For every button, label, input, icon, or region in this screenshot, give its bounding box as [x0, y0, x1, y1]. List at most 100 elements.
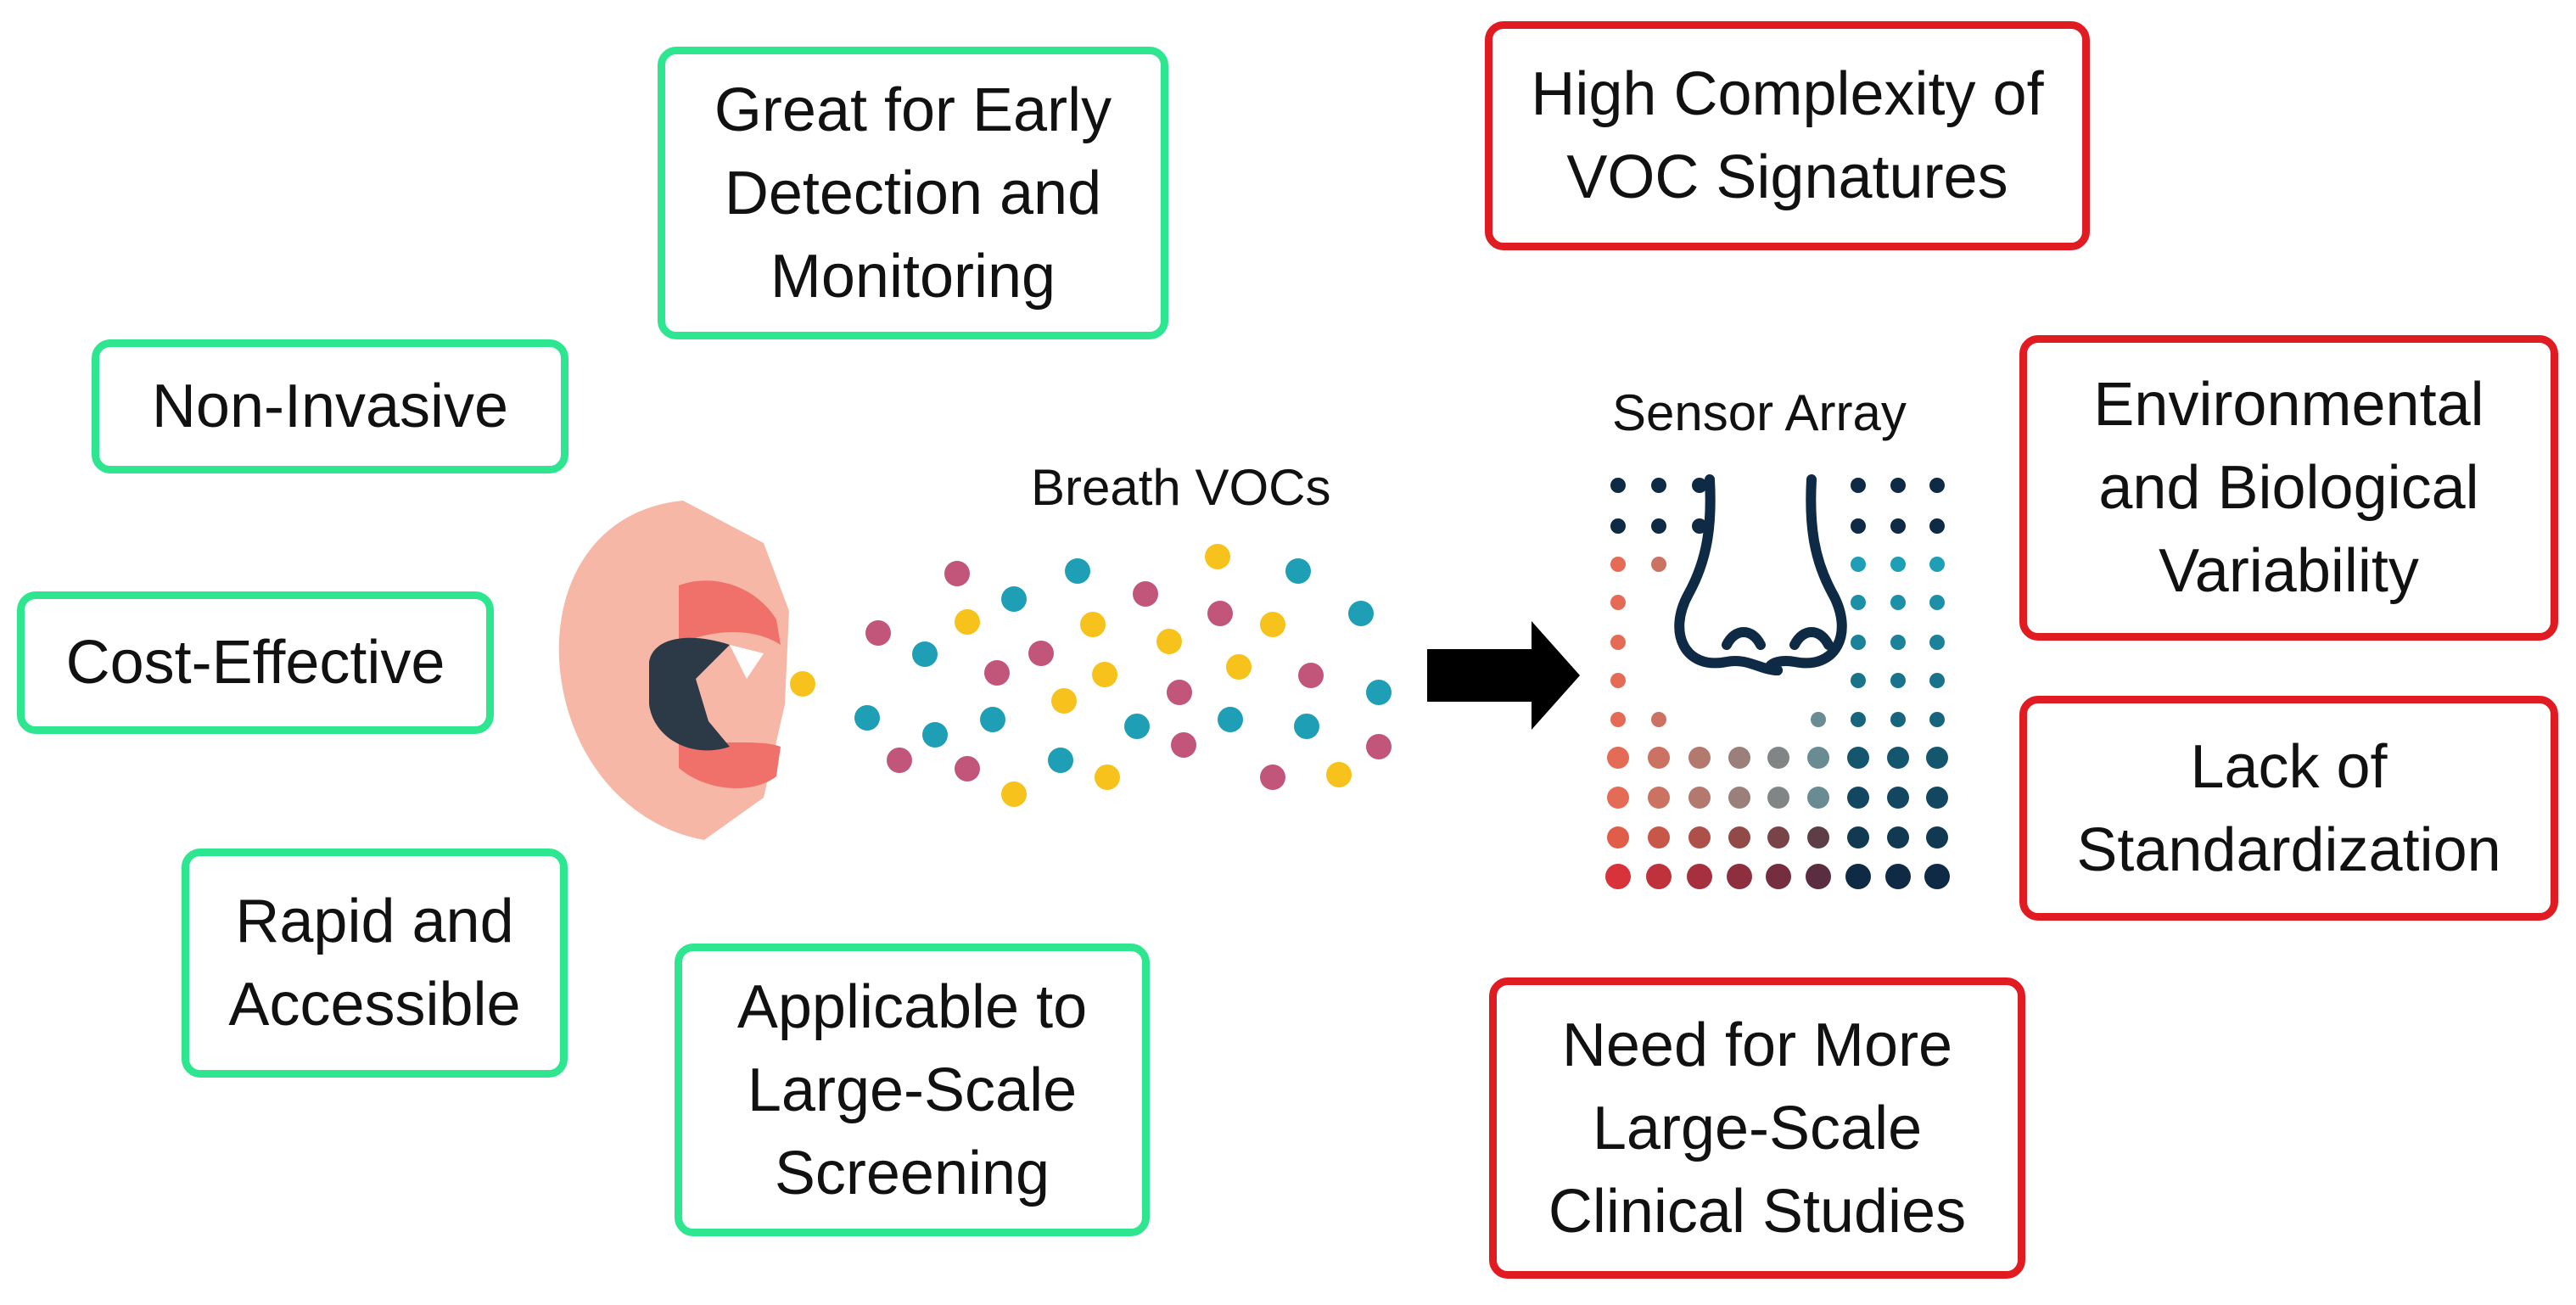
voc-particle	[1207, 601, 1233, 626]
voc-particle	[1366, 680, 1392, 705]
sensor-array-grid	[1605, 478, 1950, 889]
voc-particle	[1167, 680, 1192, 705]
sensor-dot	[1924, 864, 1950, 889]
voc-particle	[1051, 688, 1077, 714]
sensor-dot	[1806, 864, 1831, 889]
sensor-dot	[1688, 747, 1711, 769]
sensor-dot	[1648, 747, 1670, 769]
advantage-cost-effective: Cost-Effective	[17, 591, 494, 734]
voc-particle	[912, 641, 938, 667]
voc-particle	[1218, 707, 1243, 732]
voc-particle	[887, 748, 912, 773]
sensor-array-label: Sensor Array	[1612, 384, 1907, 441]
sensor-dot	[1610, 557, 1626, 572]
voc-particle	[955, 609, 980, 635]
sensor-dot	[1887, 747, 1909, 769]
voc-particle	[865, 620, 891, 646]
sensor-dot	[1929, 635, 1945, 650]
sensor-dot	[1807, 787, 1829, 809]
advantage-rapid-accessible: Rapid and Accessible	[182, 849, 568, 1078]
sensor-dot	[1651, 712, 1666, 727]
sensor-dot	[1890, 557, 1906, 572]
sensor-dot	[1890, 595, 1906, 610]
voc-particle	[1156, 629, 1182, 654]
sensor-dot	[1926, 787, 1948, 809]
sensor-dot	[1926, 826, 1948, 849]
voc-particle	[984, 660, 1010, 686]
voc-particle	[854, 705, 880, 731]
sensor-dot	[1890, 478, 1906, 493]
sensor-dot	[1607, 787, 1629, 809]
sensor-dot	[1929, 712, 1945, 727]
sensor-dot	[1610, 595, 1626, 610]
limitation-standardization: Lack of Standardization	[2019, 696, 2558, 921]
limitation-variability: Environmental and Biological Variability	[2019, 335, 2558, 641]
nose-outline	[1674, 474, 1783, 675]
voc-particle	[1226, 654, 1252, 680]
sensor-dot	[1887, 826, 1909, 849]
sensor-dot	[1692, 478, 1707, 493]
sensor-dot	[1929, 557, 1945, 572]
advantage-large-scale-screening: Applicable to Large-Scale Screening	[675, 944, 1150, 1236]
sensor-dot	[1929, 673, 1945, 688]
breath-vocs-label: Breath VOCs	[1031, 459, 1331, 516]
sensor-dot	[1688, 826, 1711, 849]
advantage-early-detection: Great for Early Detection and Monitoring	[658, 47, 1168, 339]
limitation-clinical-studies: Need for More Large-Scale Clinical Studi…	[1489, 977, 2025, 1279]
nose-icon	[1674, 474, 1847, 675]
sensor-dot	[1887, 787, 1909, 809]
sensor-dot	[1767, 747, 1789, 769]
sensor-dot	[1890, 673, 1906, 688]
sensor-dot	[1926, 747, 1948, 769]
sensor-dot	[1845, 864, 1871, 889]
voc-particle	[1260, 765, 1285, 790]
voc-particle	[1080, 612, 1106, 637]
sensor-dot	[1890, 518, 1906, 534]
sensor-dot	[1851, 557, 1866, 572]
sensor-dot	[1847, 747, 1869, 769]
voc-particle	[1124, 714, 1150, 739]
limitation-standardization-text: Lack of Standardization	[2076, 732, 2501, 884]
limitation-voc-complexity: High Complexity of VOC Signatures	[1485, 21, 2090, 250]
sensor-dot	[1728, 826, 1750, 849]
voc-particle	[955, 756, 980, 781]
sensor-dot	[1890, 712, 1906, 727]
sensor-dot	[1607, 826, 1629, 849]
sensor-dot	[1728, 747, 1750, 769]
mouth-icon	[558, 501, 789, 840]
sensor-dot	[1807, 747, 1829, 769]
voc-particle	[1133, 581, 1158, 607]
voc-particle	[1171, 732, 1196, 758]
advantage-cost-effective-text: Cost-Effective	[65, 629, 445, 697]
limitation-clinical-studies-text: Need for More Large-Scale Clinical Studi…	[1548, 1011, 1967, 1246]
voc-particle	[922, 722, 948, 748]
sensor-dot	[1651, 518, 1666, 534]
voc-particle	[1048, 748, 1073, 773]
voc-particle	[1298, 663, 1324, 688]
sensor-dot	[1767, 787, 1789, 809]
sensor-dot	[1851, 518, 1866, 534]
nose-outline	[1789, 627, 1834, 650]
sensor-dot	[1610, 673, 1626, 688]
sensor-dot	[1851, 595, 1866, 610]
advantage-early-detection-text: Great for Early Detection and Monitoring	[714, 76, 1112, 311]
advantage-large-scale-screening-text: Applicable to Large-Scale Screening	[736, 972, 1088, 1207]
sensor-dot	[1767, 826, 1789, 849]
sensor-dot	[1607, 747, 1629, 769]
voc-particle	[1095, 765, 1120, 790]
sensor-dot	[1610, 478, 1626, 493]
sensor-dot	[1648, 826, 1670, 849]
sensor-dot	[1651, 478, 1666, 493]
voc-particle	[1326, 762, 1352, 787]
sensor-dot	[1851, 673, 1866, 688]
sensor-dot	[1651, 557, 1666, 572]
sensor-dot	[1605, 864, 1631, 889]
voc-particle	[980, 707, 1005, 732]
voc-particle	[790, 671, 815, 697]
sensor-dot	[1890, 635, 1906, 650]
sensor-dot	[1811, 712, 1826, 727]
voc-particle	[1260, 612, 1285, 637]
nose-outline	[1764, 474, 1847, 675]
sensor-dot	[1610, 712, 1626, 727]
